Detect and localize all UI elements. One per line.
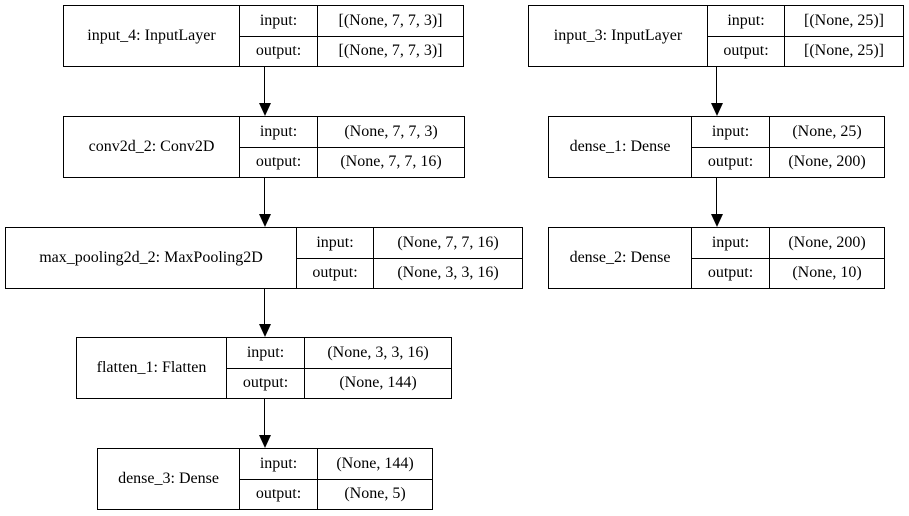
input-label: input:: [240, 449, 317, 480]
arrowhead-icon: [711, 214, 723, 227]
arrowhead-icon: [259, 103, 271, 116]
output-shape: [(None, 25)]: [804, 42, 884, 60]
node-input-3: input_3: InputLayer input: output: [(Non…: [528, 5, 904, 67]
layer-name: dense_3: Dense: [98, 449, 240, 509]
input-shape: (None, 7, 7, 3): [318, 117, 464, 148]
input-label: input:: [227, 338, 304, 369]
layer-name: dense_1: Dense: [549, 117, 692, 177]
edge-conv2d2-to-maxpooling2d2: [264, 178, 265, 214]
edge-input3-to-dense1: [716, 67, 717, 103]
output-label: output:: [242, 374, 289, 392]
layer-name: input_3: InputLayer: [529, 6, 708, 66]
node-dense-1: dense_1: Dense input: output: (None, 25)…: [548, 116, 885, 178]
output-label: output:: [723, 42, 769, 60]
output-label: output:: [707, 264, 754, 282]
node-dense-2: dense_2: Dense input: output: (None, 200…: [548, 227, 885, 289]
layer-name: max_pooling2d_2: MaxPooling2D: [6, 228, 297, 288]
output-shape: (None, 7, 7, 16): [340, 153, 442, 171]
input-shape: (None, 25): [770, 117, 884, 148]
input-label: input:: [240, 6, 317, 37]
input-label: input:: [708, 6, 784, 37]
layer-name: input_4: InputLayer: [64, 6, 240, 66]
input-shape: [(None, 7, 7, 3)]: [318, 6, 463, 37]
output-shape: (None, 3, 3, 16): [397, 264, 499, 282]
node-input-4: input_4: InputLayer input: output: [(Non…: [63, 5, 464, 67]
edge-maxpooling2d2-to-flatten1: [264, 288, 265, 324]
edge-input4-to-conv2d2: [264, 67, 265, 103]
arrowhead-icon: [259, 324, 271, 337]
edge-dense1-to-dense2: [716, 178, 717, 214]
node-conv2d-2: conv2d_2: Conv2D input: output: (None, 7…: [63, 116, 465, 178]
output-label: output:: [707, 153, 754, 171]
input-shape: (None, 144): [318, 449, 432, 480]
output-label: output:: [255, 485, 302, 503]
node-dense-3: dense_3: Dense input: output: (None, 144…: [97, 448, 433, 510]
output-label: output:: [312, 264, 358, 282]
input-shape: [(None, 25)]: [785, 6, 903, 37]
arrowhead-icon: [711, 103, 723, 116]
input-shape: (None, 200): [770, 228, 884, 259]
layer-name: conv2d_2: Conv2D: [64, 117, 240, 177]
input-label: input:: [692, 117, 769, 148]
output-shape: (None, 144): [339, 374, 417, 392]
input-label: input:: [692, 228, 769, 259]
output-shape: [(None, 7, 7, 3)]: [338, 42, 443, 60]
output-label: output:: [255, 42, 302, 60]
layer-name: flatten_1: Flatten: [77, 338, 227, 398]
output-shape: (None, 5): [344, 485, 406, 503]
input-label: input:: [297, 228, 373, 259]
output-label: output:: [255, 153, 302, 171]
arrowhead-icon: [259, 214, 271, 227]
input-shape: (None, 3, 3, 16): [305, 338, 451, 369]
output-shape: (None, 200): [788, 153, 866, 171]
edge-flatten1-to-dense3: [264, 399, 265, 435]
node-max-pooling2d-2: max_pooling2d_2: MaxPooling2D input: out…: [5, 227, 523, 289]
layer-name: dense_2: Dense: [549, 228, 692, 288]
input-shape: (None, 7, 7, 16): [374, 228, 522, 259]
arrowhead-icon: [259, 435, 271, 448]
output-shape: (None, 10): [792, 264, 862, 282]
input-label: input:: [240, 117, 317, 148]
node-flatten-1: flatten_1: Flatten input: output: (None,…: [76, 337, 452, 399]
